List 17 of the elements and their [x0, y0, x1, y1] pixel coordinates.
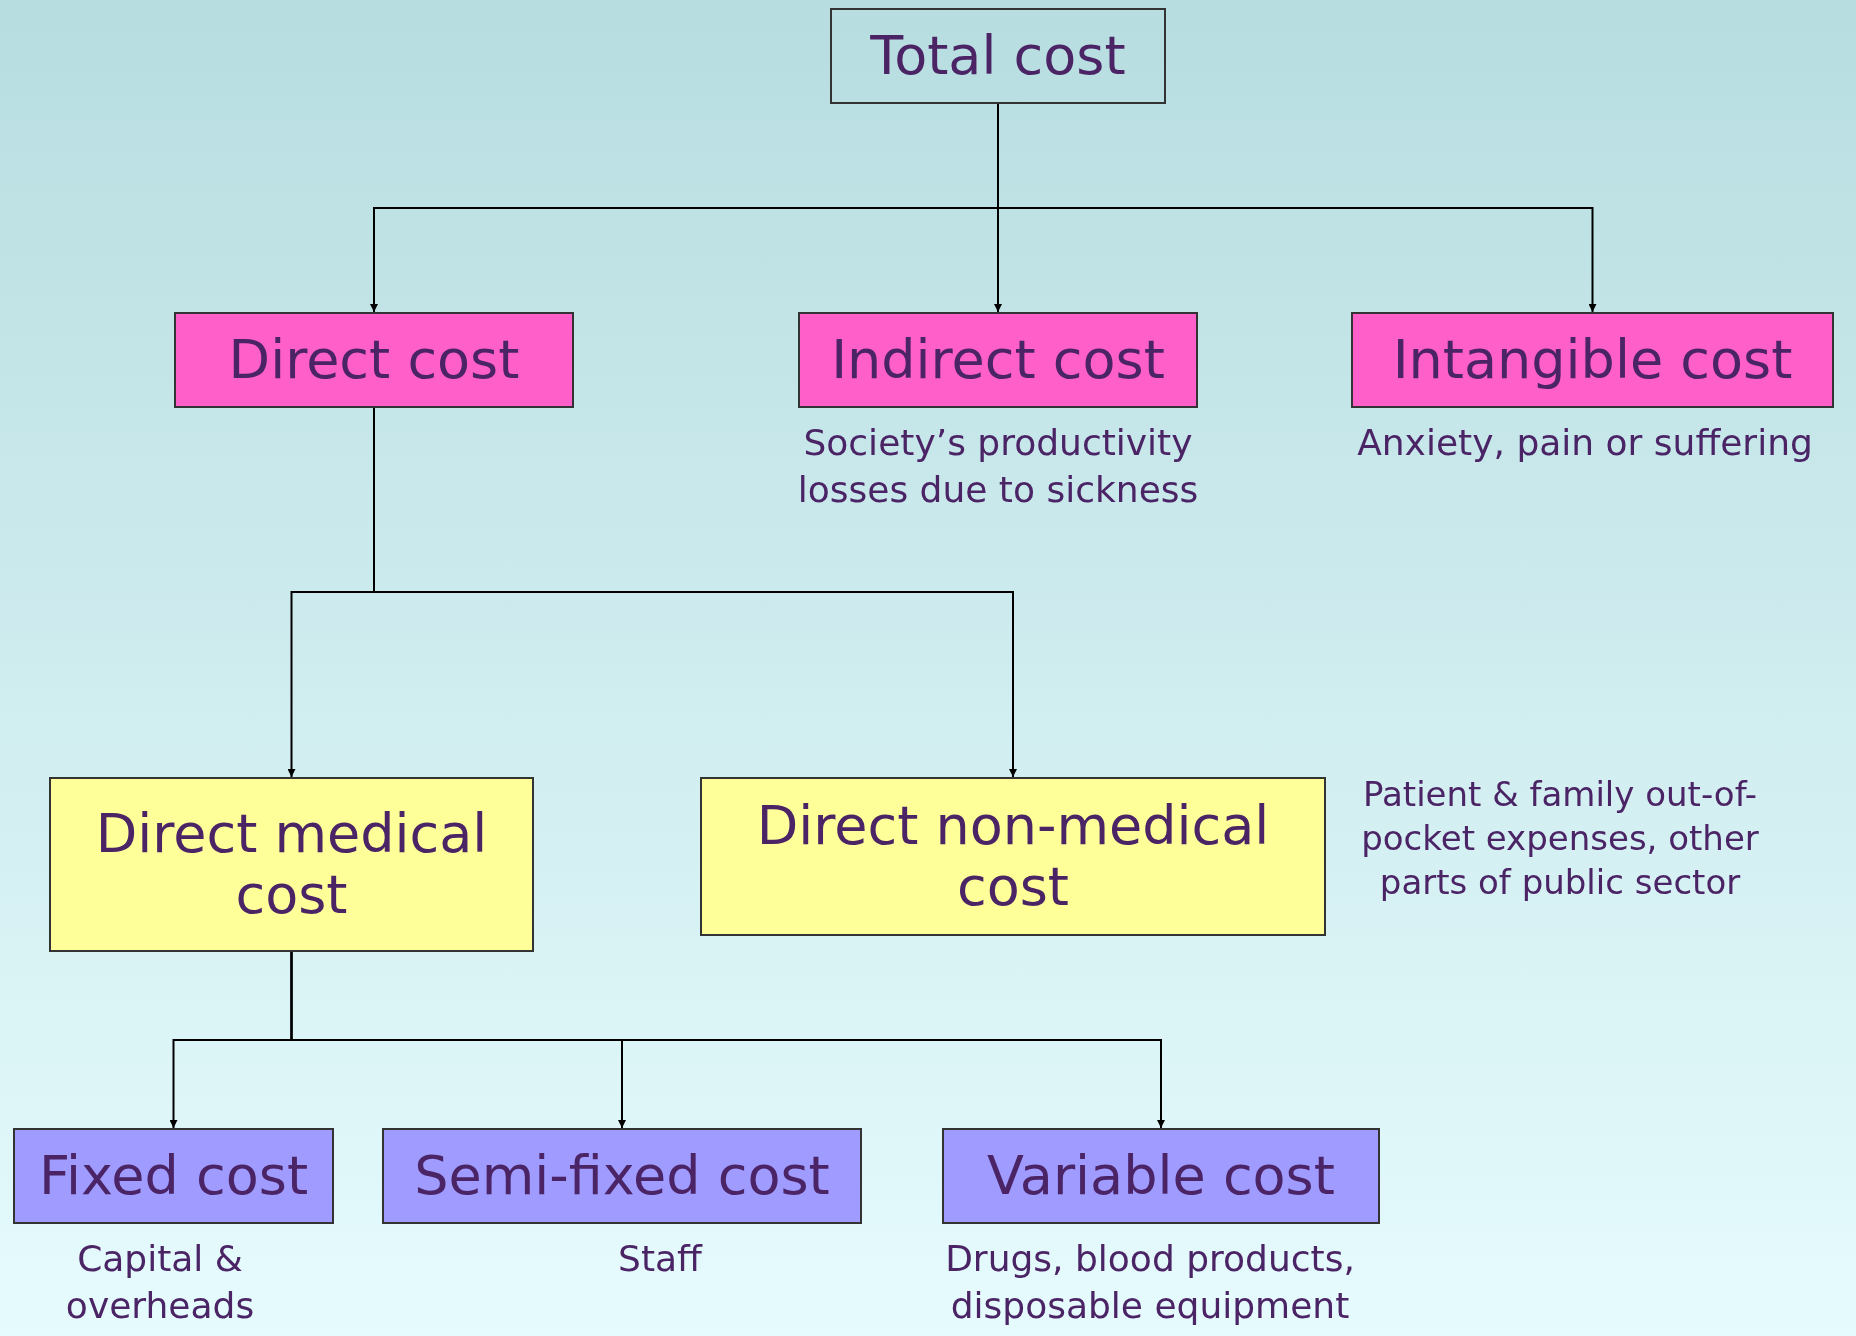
cost-description: Patient & family out-of-pocket expenses, other parts of public sector [1360, 773, 1760, 905]
connector-arrow [290, 951, 1165, 1129]
cost-description: Society’s productivity losses due to sickness [796, 421, 1200, 512]
cost-box: Direct non-medical cost [700, 777, 1326, 936]
cost-box: Semi-fixed cost [382, 1128, 862, 1224]
cost-box: Intangible cost [1351, 312, 1834, 408]
cost-description: Capital & overheads [64, 1237, 256, 1328]
cost-box: Direct cost [174, 312, 574, 408]
cost-box: Fixed cost [13, 1128, 334, 1224]
cost-description: Anxiety, pain or suffering [1356, 421, 1814, 465]
cost-box: Variable cost [942, 1128, 1380, 1224]
cost-description: Staff [617, 1237, 704, 1281]
cost-box: Total cost [830, 8, 1166, 104]
connector-arrow [997, 103, 1597, 313]
cost-description: Drugs, blood products, disposable equipment [944, 1237, 1356, 1328]
cost-box: Indirect cost [798, 312, 1198, 408]
cost-box: Direct medical cost [49, 777, 534, 952]
